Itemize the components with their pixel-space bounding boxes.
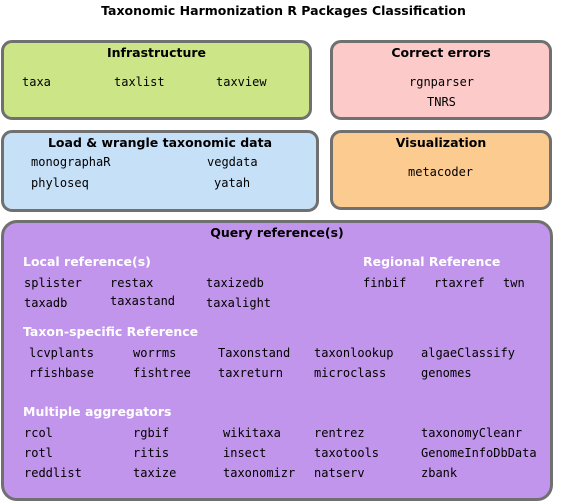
package-taxreturn: taxreturn [218, 366, 284, 380]
package-taxonomyCleanr: taxonomyCleanr [421, 426, 523, 440]
package-natserv: natserv [314, 466, 365, 480]
package-Taxonstand: Taxonstand [218, 346, 291, 360]
taxon-specific-reference-heading: Taxon-specific Reference [23, 324, 199, 339]
package-taxonomizr: taxonomizr [223, 466, 296, 480]
visualization-title: Visualization [395, 135, 487, 150]
package-yatah: yatah [214, 176, 251, 190]
package-rgnparser: rgnparser [409, 75, 475, 89]
correct-errors-box: Correct errors rgnparser TNRS [330, 40, 552, 120]
query-reference-box: Query reference(s) Local reference(s) sp… [1, 220, 553, 501]
regional-reference-heading: Regional Reference [363, 254, 501, 269]
package-worrms: worrms [133, 346, 177, 360]
package-monographaR: monographaR [31, 155, 111, 169]
package-taxa: taxa [22, 75, 51, 89]
package-taxize: taxize [133, 466, 177, 480]
package-restax: restax [110, 276, 154, 290]
package-taxalight: taxalight [206, 296, 272, 310]
package-genomes: genomes [421, 366, 472, 380]
package-taxizedb: taxizedb [206, 276, 264, 290]
package-taxastand: taxastand [110, 294, 176, 308]
package-taxadb: taxadb [24, 296, 68, 310]
package-rgbif: rgbif [133, 426, 170, 440]
load-wrangle-title: Load & wrangle taxonomic data [47, 135, 273, 150]
package-fishtree: fishtree [133, 366, 191, 380]
package-zbank: zbank [421, 466, 458, 480]
package-finbif: finbif [363, 276, 407, 290]
package-insect: insect [223, 446, 267, 460]
correct-errors-title: Correct errors [391, 45, 491, 60]
package-rentrez: rentrez [314, 426, 365, 440]
infrastructure-title: Infrastructure [107, 45, 206, 60]
package-microclass: microclass [314, 366, 387, 380]
package-lcvplants: lcvplants [29, 346, 95, 360]
package-TNRS: TNRS [427, 95, 456, 109]
package-GenomeInfoDbData: GenomeInfoDbData [421, 446, 537, 460]
package-rotl: rotl [24, 446, 53, 460]
package-metacoder: metacoder [408, 165, 474, 179]
multiple-aggregators-heading: Multiple aggregators [23, 404, 172, 419]
package-vegdata: vegdata [207, 155, 258, 169]
package-taxonlookup: taxonlookup [314, 346, 394, 360]
package-ritis: ritis [133, 446, 170, 460]
package-taxotools: taxotools [314, 446, 380, 460]
package-twn: twn [503, 276, 525, 290]
package-algaeClassify: algaeClassify [421, 346, 515, 360]
package-wikitaxa: wikitaxa [223, 426, 281, 440]
package-reddlist: reddlist [24, 466, 82, 480]
package-splister: splister [24, 276, 82, 290]
package-rfishbase: rfishbase [29, 366, 95, 380]
infrastructure-box: Infrastructure taxa taxlist taxview [1, 40, 312, 120]
load-wrangle-box: Load & wrangle taxonomic data monographa… [1, 130, 319, 212]
package-rtaxref: rtaxref [434, 276, 485, 290]
package-rcol: rcol [24, 426, 53, 440]
visualization-box: Visualization metacoder [330, 130, 552, 210]
package-taxview: taxview [216, 75, 267, 89]
package-phyloseq: phyloseq [31, 176, 89, 190]
local-reference-heading: Local reference(s) [23, 254, 151, 269]
query-reference-title: Query reference(s) [210, 225, 344, 240]
package-taxlist: taxlist [114, 75, 165, 89]
diagram-title: Taxonomic Harmonization R Packages Class… [101, 3, 466, 18]
